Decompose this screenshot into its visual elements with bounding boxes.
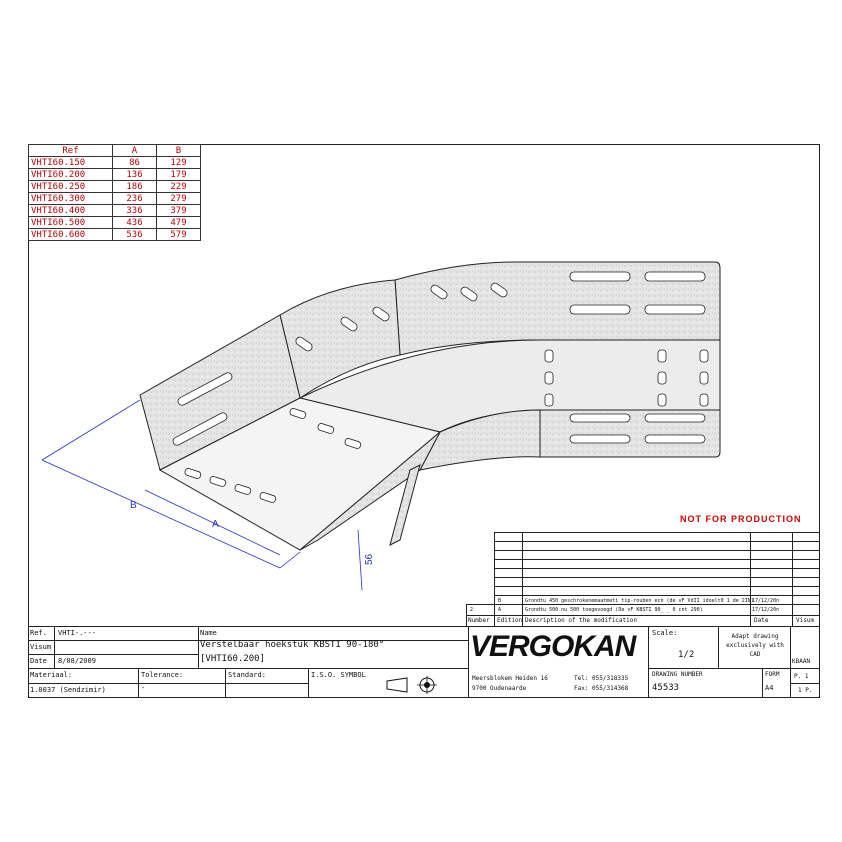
date-label: Date: [30, 657, 47, 665]
tolerance-value: -: [141, 684, 146, 692]
name-line-2: [VHTI60.200]: [200, 654, 266, 664]
name-label: Name: [200, 629, 217, 637]
form-label: FORM: [765, 671, 780, 678]
company-logo: VERGOKAN: [470, 630, 636, 663]
adapt-drawing-note: Adapt drawing exclusively with CAD: [726, 633, 784, 658]
tolerance-label: Tolerance:: [141, 671, 184, 679]
not-for-production-notice: NOT FOR PRODUCTION: [680, 514, 802, 524]
ref-value: VHTI-.---: [58, 629, 96, 637]
revision-a-description: Grondtu 500 nu 500 toegevoegd (De vF KBS…: [525, 607, 703, 613]
material-label: Materiaal:: [30, 671, 73, 679]
revision-header-date: Date: [754, 617, 769, 624]
ref-cell: VHTI60.600: [28, 228, 113, 241]
total-pages: 1 P.: [798, 687, 813, 694]
fax: Fax: 055/314368: [574, 685, 629, 692]
date-value: 8/08/2009: [58, 657, 96, 665]
scale-label: Scale:: [652, 629, 678, 637]
revision-header-visum: Visum: [796, 617, 815, 624]
ref-label: Ref.: [30, 629, 47, 637]
bend-inner-wall: [419, 409, 541, 471]
standard-label: Standard:: [228, 671, 266, 679]
kbaan-code: KBAAN: [792, 658, 811, 665]
revision-header-description: Description of the modification: [525, 617, 637, 624]
form-value: A4: [765, 684, 774, 692]
revision-a-edition: A: [498, 607, 502, 613]
drawing-number: 45533: [652, 683, 680, 693]
address-line-2: 9700 Oudenaarde: [472, 685, 527, 692]
name-line-1: Verstelbaar hoekstuk KBSTI 90-180°: [200, 640, 385, 650]
revision-b-edition: B: [498, 598, 502, 604]
straight-section-top: [394, 261, 721, 356]
projection-symbol-icon: [386, 676, 437, 694]
front-wall: [299, 431, 441, 551]
dimension-height-label: 56: [364, 553, 375, 565]
iso-symbol-label: I.S.O. SYMBOL: [311, 671, 366, 679]
dimension-b-label: B: [130, 500, 137, 511]
address-line-1: Meersblokem Heiden 16: [472, 675, 548, 682]
telephone: Tel: 055/318335: [574, 675, 629, 682]
material-value: 1.0037 (Sendzimir): [30, 686, 106, 694]
drawing-number-label: DRAWING NUMBER: [652, 671, 703, 678]
b-cell: 579: [156, 228, 201, 241]
revision-b-date: 17/12/20n: [752, 598, 780, 604]
scale-value: 1/2: [678, 650, 695, 660]
dimension-a-label: A: [212, 519, 219, 530]
revision-a-date: 17/12/20n: [752, 607, 780, 613]
page-number: P. 1: [794, 673, 809, 680]
visum-label: Visum: [30, 643, 52, 651]
revision-b-description: Grondtu 450 geschrokenemaatmeti tip-roub…: [525, 598, 754, 604]
revision-a-number: 2: [470, 607, 474, 613]
revision-header-edition: Edition: [497, 617, 523, 624]
revision-header-number: Number: [468, 617, 490, 624]
bend-outer-wall: [279, 279, 401, 399]
coupler-plate: [389, 464, 421, 546]
